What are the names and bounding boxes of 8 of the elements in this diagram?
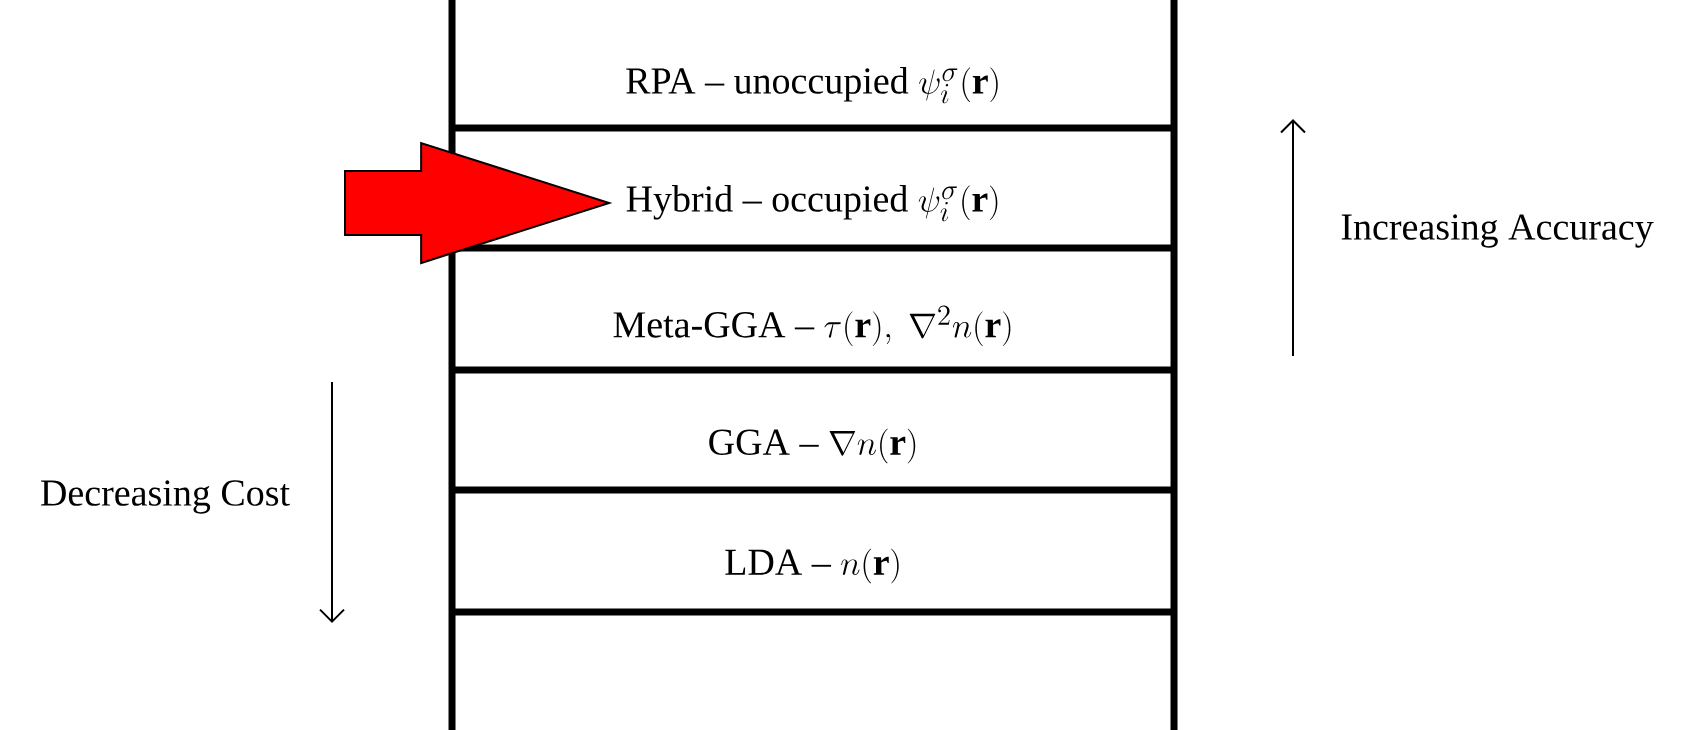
rung-label: RPA – unoccupied $\psi_i^\sigma(\mathbf{r})$ bbox=[626, 67, 998, 104]
rung-label: GGA – $\nabla n(\mathbf{r})$ bbox=[709, 428, 916, 464]
block-arrow bbox=[344, 141, 613, 265]
rung-label: Hybrid – occupied $\psi_i^\sigma(\mathbf{r})$ bbox=[626, 185, 998, 222]
axis-label: Increasing Accuracy bbox=[1341, 214, 1654, 248]
rung-label: LDA – $n(\mathbf{r})$ bbox=[725, 548, 899, 584]
axis-label: Decreasing Cost bbox=[41, 480, 290, 514]
rung-label: Meta-GGA – $\tau(\mathbf{r}),\ \nabla^2 n(\mathbf{r})$ bbox=[613, 305, 1011, 346]
